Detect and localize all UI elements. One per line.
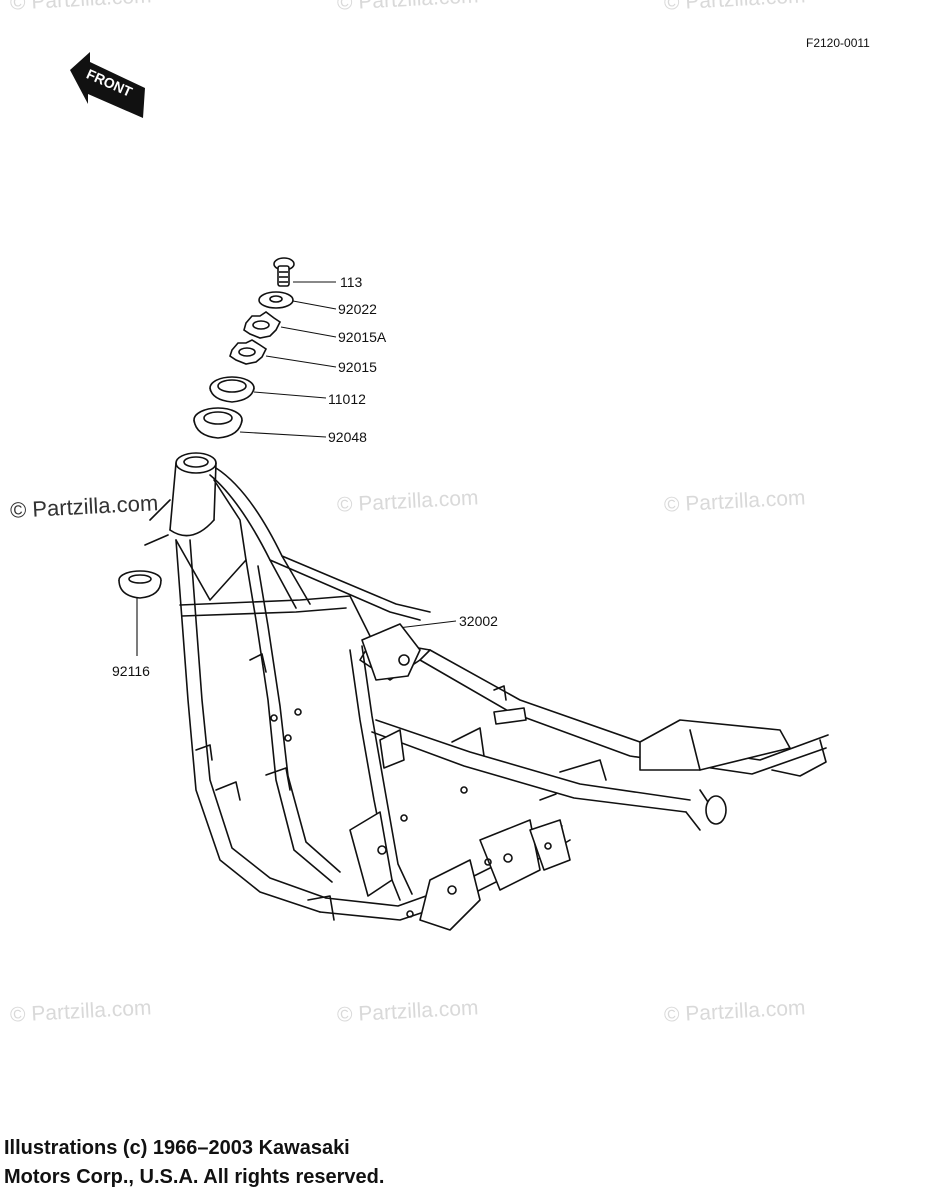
washer-92022-icon bbox=[258, 291, 294, 309]
diagram-code: F2120-0011 bbox=[806, 36, 870, 50]
grommet-92116-icon bbox=[118, 570, 162, 599]
front-arrow-icon: FRONT bbox=[70, 52, 145, 118]
leader-lines bbox=[136, 281, 457, 656]
part-label-32002: 32002 bbox=[459, 613, 498, 629]
seal-92048-icon bbox=[193, 407, 243, 439]
copyright-line-2: Motors Corp., U.S.A. All rights reserved… bbox=[4, 1166, 385, 1188]
copyright-line-1: Illustrations (c) 1966–2003 Kawasaki bbox=[4, 1137, 350, 1159]
part-label-92015: 92015 bbox=[338, 359, 377, 375]
copyright-notice: Illustrations (c) 1966–2003 Kawasaki Mot… bbox=[4, 1134, 384, 1192]
nut-92015A-icon bbox=[243, 311, 282, 339]
part-label-92022: 92022 bbox=[338, 301, 377, 317]
part-label-113: 113 bbox=[340, 274, 363, 290]
frame-32002-icon bbox=[144, 452, 829, 931]
part-label-92048: 92048 bbox=[328, 429, 367, 445]
part-label-11012: 11012 bbox=[328, 391, 366, 407]
cap-11012-icon bbox=[209, 376, 255, 403]
nut-92015-icon bbox=[229, 339, 268, 365]
bolt-113-icon bbox=[273, 257, 295, 287]
steering-parts bbox=[118, 257, 295, 599]
part-label-92015A: 92015A bbox=[338, 329, 387, 345]
part-label-92116: 92116 bbox=[112, 663, 150, 679]
